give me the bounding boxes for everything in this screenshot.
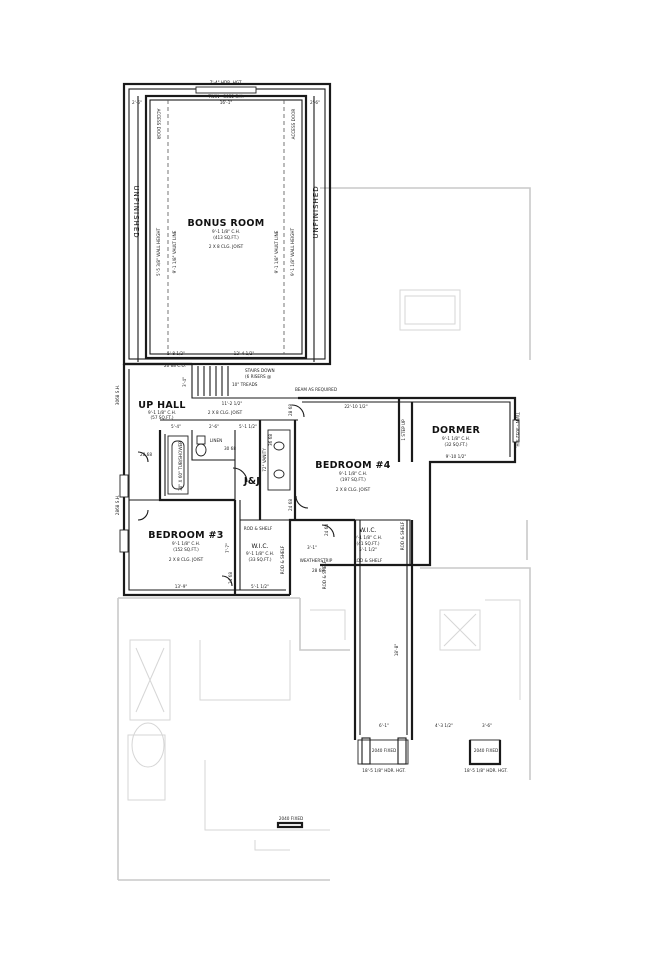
step-up: 1 STEP UP <box>401 419 406 441</box>
unfinished-left: UNFINISHED <box>132 185 140 238</box>
notes: UNFINISHED UNFINISHED ACCESS DOOR ACCESS… <box>132 80 520 829</box>
room-bonus-area: (413 SQ.FT.) <box>213 235 239 240</box>
dim-bath-a: 5'-4" <box>171 424 181 429</box>
beam-note: BEAM AS REQUIRED <box>295 387 337 392</box>
access-door-right: ACCESS DOOR <box>291 109 296 140</box>
room-bed4-ch: 9'-1 1/8" C.H. <box>339 471 367 476</box>
wall-height-left: 5'-5 3/8" WALL HEIGHT <box>156 228 161 277</box>
room-uphall-joist: 2 X 8 CLG. JOIST <box>208 410 243 415</box>
room-wic-right-name: W.I.C. <box>360 527 377 534</box>
door-24-c: 24 68 <box>324 524 329 536</box>
window-left-b: 2868 S.H. <box>115 495 120 515</box>
dim-wic-r: 5'-1 1/2" <box>359 547 377 552</box>
door-28-a: 28 68 <box>140 452 152 457</box>
twin-right: TWIN - 3052 S.H. <box>515 411 520 448</box>
room-bed3-name: BEDROOM #3 <box>148 530 223 541</box>
dim-hall: 11'-2 1/2" <box>222 401 243 406</box>
dim-left: 2'-6" <box>132 100 142 105</box>
rod-shelf-e: ROD & SHELF <box>322 560 327 589</box>
lower-floor-ghost <box>117 187 531 881</box>
door-24-a: 24 68 <box>288 499 293 511</box>
hdr-right: 18'-5 1/8" HDR. HGT. <box>464 768 507 773</box>
linen-label: LINEN <box>210 438 222 443</box>
weatherstrip: WEATHERSTRIP <box>300 558 333 563</box>
room-uphall-area: (57 SQ.FT.) <box>151 415 174 420</box>
dim-bonus-l: 5'-8 1/2" <box>167 351 185 356</box>
dimensions: 16'-1" 2'-6" 2'-6" 12'-4 1/2" 5'-8 1/2" … <box>115 100 492 728</box>
unfinished-right: UNFINISHED <box>312 185 320 238</box>
dim-right: 2'-6" <box>310 100 320 105</box>
room-bed3-ch: 9'-1 1/8" C.H. <box>172 541 200 546</box>
fixed-bottom: 2040 FIXED <box>279 816 303 821</box>
room-dormer-area: (32 SQ.FT.) <box>445 442 468 447</box>
room-uphall-name: UP HALL <box>138 400 186 411</box>
dim-r1: 4'-3 1/2" <box>435 723 453 728</box>
stair-treads <box>197 366 229 396</box>
room-labels: BONUS ROOM 9'-1 1/8" C.H. (413 SQ.FT.) 2… <box>138 218 480 562</box>
door-28-c: 28 68 <box>312 568 324 573</box>
dim-bonus-w: 12'-4 1/2" <box>234 351 255 356</box>
room-uphall-ch: 9'-1 1/8" C.H. <box>148 410 176 415</box>
room-wic-left-ch: 9'-1 1/8" C.H. <box>246 551 274 556</box>
wall-height-right: 9'-1 1/8" WALL HEIGHT <box>290 228 295 277</box>
room-bed3-area: (152 SQ.FT.) <box>173 547 199 552</box>
dim-h1: 3'-1" <box>307 545 317 550</box>
dim-bed3-h: 7'-7" <box>225 543 230 553</box>
dim-stair: 3'-4" <box>182 377 187 387</box>
window-left-a: 3068 S.H. <box>115 385 120 405</box>
door-30-a: 30 68 <box>224 446 236 451</box>
rod-shelf-c: ROD & SHELF <box>354 558 383 563</box>
room-bed4-joist: 2 X 8 CLG. JOIST <box>336 487 371 492</box>
room-bed3-joist: 2 X 8 CLG. JOIST <box>169 557 204 562</box>
dim-bath-c: 5'-1 1/2" <box>239 424 257 429</box>
room-bonus-joist: 2 X 8 CLG. JOIST <box>209 244 244 249</box>
room-wic-right-ch: 9'-1 1/8" C.H. <box>354 535 382 540</box>
room-wic-left-area: (33 SQ.FT.) <box>249 557 272 562</box>
rod-shelf-a: ROD & SHELF <box>244 526 273 531</box>
access-door-left: ACCESS DOOR <box>156 109 161 140</box>
tub-label: 30" X 60" TUB/SHOWER <box>178 441 183 491</box>
bonus-room-block <box>122 82 332 366</box>
hdr-mid: 18'-5 1/8" HDR. HGT. <box>362 768 405 773</box>
room-bed4-area: (197 SQ.FT.) <box>340 477 366 482</box>
room-bed4-name: BEDROOM #4 <box>315 460 391 471</box>
room-jj-name: J&J <box>243 476 260 487</box>
dim-bath-b: 2'-6" <box>209 424 219 429</box>
fixed-2040-b: 2040 FIXED <box>474 748 498 753</box>
twin-top: TWIN - 3052 S.H. <box>207 94 244 99</box>
stairs-risers: (6 RISERS @ <box>245 374 271 379</box>
room-dormer-ch: 9'-1 1/8" C.H. <box>442 436 470 441</box>
dim-bed3: 13'-9" <box>175 584 188 589</box>
door-bonus: 20 68 C.O. <box>164 363 186 368</box>
room-dormer-name: DORMER <box>432 425 481 436</box>
dim-dormer: 9'-10 1/2" <box>446 454 467 459</box>
dim-r2: 3'-6" <box>482 723 492 728</box>
dim-bridge-w: 6'-1" <box>379 723 389 728</box>
stairs-treads: 10" TREADS <box>232 382 258 387</box>
main-upper-floor <box>119 362 520 766</box>
room-bonus-name: BONUS ROOM <box>187 218 264 229</box>
rod-shelf-b: ROD & SHELF <box>280 545 285 574</box>
dim-top: 16'-1" <box>220 100 233 105</box>
rod-shelf-d: ROD & SHELF <box>400 521 405 550</box>
room-wic-left-name: W.I.C. <box>252 543 269 550</box>
vault-line-left: 9'-1 1/8" VAULT LINE <box>172 230 177 273</box>
room-wic-right-area: (41 SQ.FT.) <box>357 541 380 546</box>
hdr-top: 7'-4" HDR. HGT. <box>210 80 243 85</box>
door-36: 36 68 <box>268 434 273 446</box>
dim-wic: 5'-1 1/2" <box>251 584 269 589</box>
dim-bridge: 18'-8" <box>394 644 399 657</box>
dim-bed4-top: 22'-10 1/2" <box>344 404 367 409</box>
vault-line-right: 9'-1 1/8" VAULT LINE <box>274 230 279 273</box>
fixed-2040-a: 2040 FIXED <box>372 748 396 753</box>
vanity-label: 72" VANITY <box>262 448 267 472</box>
stairs-down: STAIRS DOWN <box>245 368 275 373</box>
door-24-b: 24 68 <box>228 572 233 584</box>
door-28-b: 28 68 <box>288 404 293 416</box>
room-bonus-ch: 9'-1 1/8" C.H. <box>212 229 240 234</box>
